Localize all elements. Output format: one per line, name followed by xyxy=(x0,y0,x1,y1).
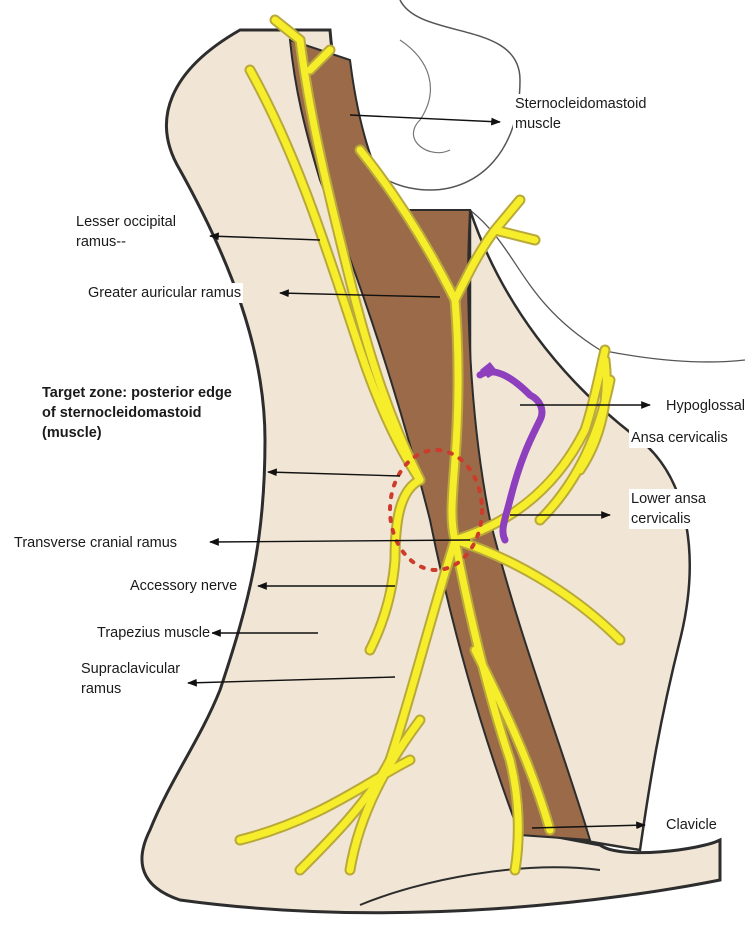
label-clavicle: Clavicle xyxy=(664,815,719,835)
label-accessory-nerve: Accessory nerve xyxy=(128,576,239,596)
label-trapezius: Trapezius muscle xyxy=(95,623,212,643)
label-target-zone: Target zone: posterior edge of sternocle… xyxy=(40,383,234,443)
label-lower-ansa-cervicalis: Lower ansa cervicalis xyxy=(629,489,708,529)
label-ansa-cervicalis: Ansa cervicalis xyxy=(629,428,730,448)
leader-sternocleidomastoid xyxy=(350,115,500,122)
label-supraclavicular: Supraclavicular ramus xyxy=(79,659,182,699)
ear-detail xyxy=(400,40,450,153)
label-transverse-cranial: Transverse cranial ramus xyxy=(12,533,179,553)
label-greater-auricular: Greater auricular ramus xyxy=(86,283,243,303)
label-lesser-occipital: Lesser occipital ramus-- xyxy=(74,212,178,252)
label-sternocleidomastoid: Sternocleidomastoid muscle xyxy=(513,94,648,134)
label-hypoglossal: Hypoglossal xyxy=(664,396,747,416)
